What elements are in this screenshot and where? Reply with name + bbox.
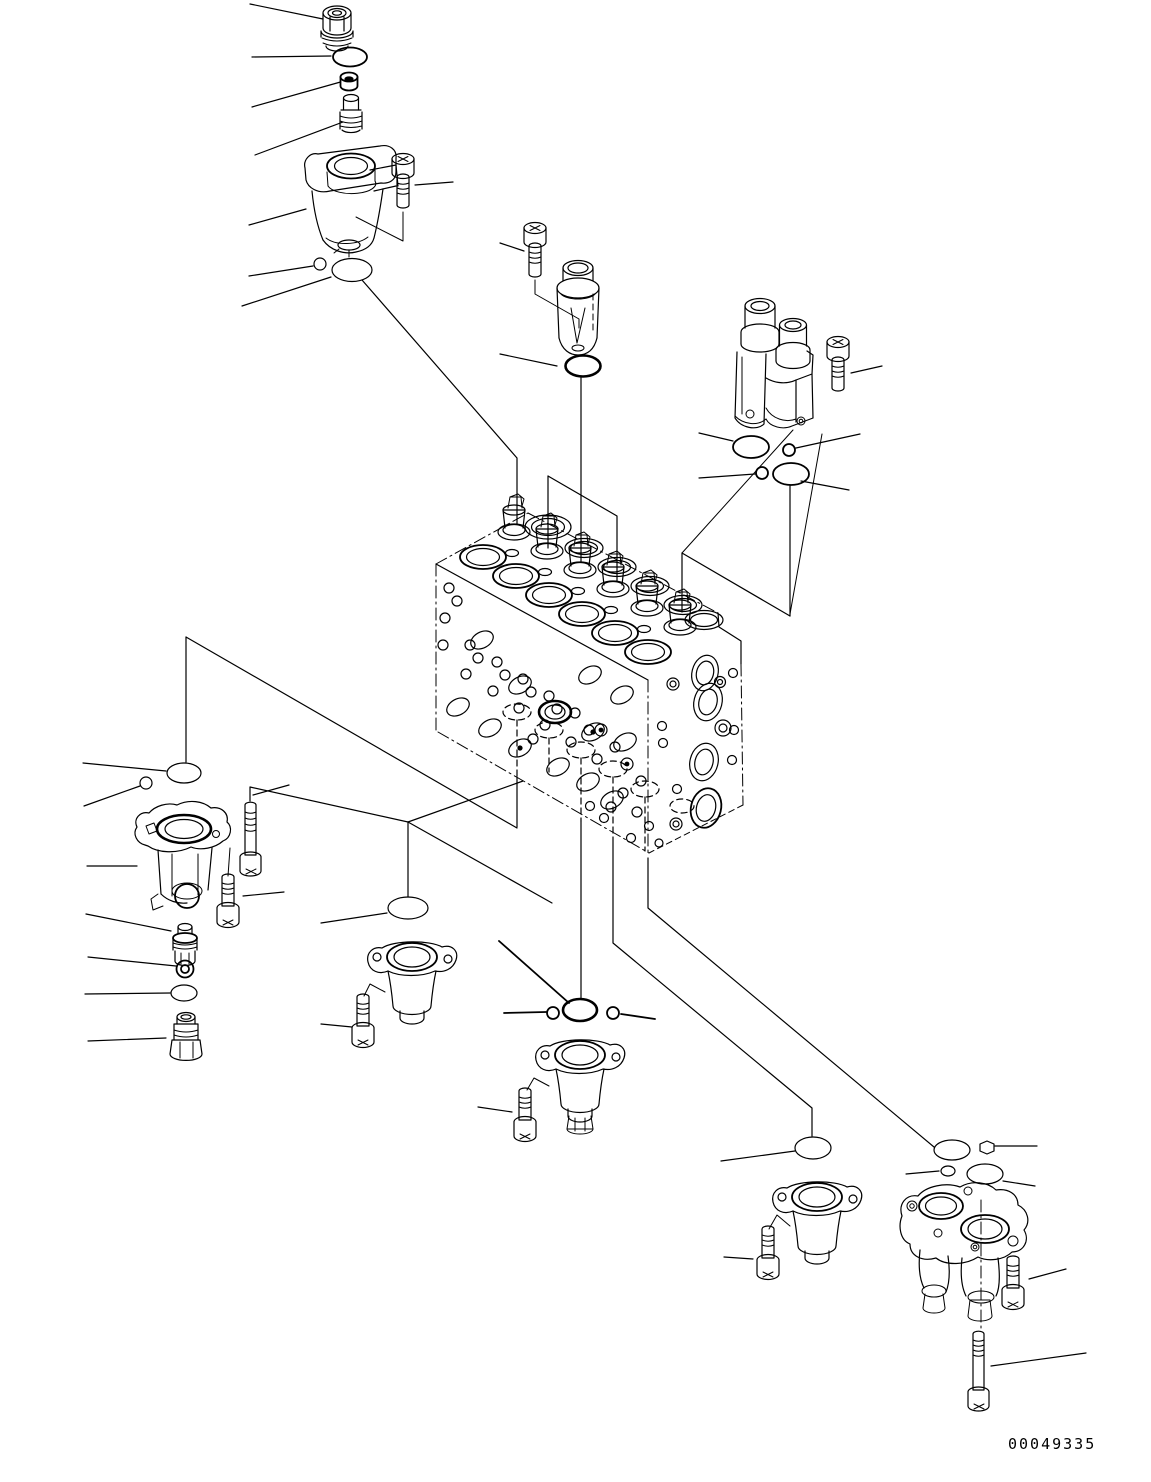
main-valve-body bbox=[435, 493, 744, 857]
bolt7-pointer bbox=[526, 1077, 550, 1091]
backup-ring-8 bbox=[940, 1165, 956, 1177]
leader-lines-top-left bbox=[241, 3, 454, 307]
o-ring-11 bbox=[933, 1139, 971, 1161]
o-ring-12 bbox=[966, 1163, 1004, 1185]
left-cover-group bbox=[82, 762, 290, 1061]
bolt2-leader bbox=[499, 242, 525, 252]
bolt3-leader bbox=[850, 365, 883, 374]
o-ring-4 bbox=[732, 435, 770, 459]
leaders-right-group bbox=[698, 432, 861, 491]
front-face-holes bbox=[437, 582, 655, 844]
long-socket-bolt bbox=[967, 1330, 990, 1412]
bolt9-leader bbox=[1028, 1268, 1067, 1280]
socket-bolt-7 bbox=[513, 1087, 537, 1143]
pilot-relief-group bbox=[241, 3, 518, 525]
socket-bolt-4 bbox=[239, 801, 262, 877]
backup-ring-small bbox=[313, 257, 327, 271]
o-ring-top bbox=[332, 46, 368, 68]
leaders-bottom-right bbox=[905, 1145, 1038, 1187]
backup-ring-7 bbox=[979, 1140, 995, 1155]
backup-ring-6 bbox=[606, 1006, 620, 1020]
hidden-port-markers bbox=[502, 703, 695, 852]
oring10-leader bbox=[720, 1150, 796, 1162]
bolt8-pointer bbox=[768, 1214, 791, 1230]
relief-plug-b bbox=[169, 1011, 203, 1061]
pilot-valve-housing bbox=[304, 145, 399, 258]
bolt7-leader bbox=[477, 1106, 513, 1113]
o-ring-6 bbox=[166, 762, 202, 784]
backup-ring-4 bbox=[139, 776, 153, 790]
center-cartridge-group bbox=[499, 221, 602, 563]
leaders-center bbox=[498, 940, 656, 1020]
oring8-leader bbox=[320, 912, 388, 924]
relief-plug-a bbox=[172, 922, 198, 967]
bolt8-leader bbox=[723, 1256, 754, 1260]
center-covers-group bbox=[320, 896, 656, 1143]
o-ring-8 bbox=[387, 896, 429, 920]
socket-bolt-8 bbox=[756, 1225, 780, 1281]
seal-ring-small bbox=[175, 959, 195, 979]
socket-bolt-2 bbox=[523, 221, 547, 278]
cap-nut bbox=[339, 71, 359, 92]
socket-bolt-3 bbox=[826, 335, 850, 392]
body-outline bbox=[435, 512, 744, 857]
socket-bolt-5 bbox=[216, 873, 240, 929]
threaded-plug bbox=[339, 93, 363, 134]
backup-ring-3 bbox=[755, 466, 769, 480]
o-ring-2 bbox=[331, 257, 373, 283]
o-ring-7 bbox=[170, 984, 198, 1002]
bolt2-pointer bbox=[534, 279, 580, 329]
backup-ring-5 bbox=[546, 1006, 560, 1020]
hex-plug-fitting bbox=[320, 5, 354, 52]
solenoid-position-lines bbox=[681, 429, 823, 615]
double-bore-cover bbox=[899, 1182, 1029, 1331]
bolt6-leader bbox=[320, 1023, 353, 1028]
right-face-holes bbox=[654, 654, 740, 848]
long-bolt-leader bbox=[990, 1352, 1087, 1367]
o-ring-10 bbox=[794, 1136, 832, 1160]
bell-cover-1 bbox=[366, 940, 458, 1025]
bolt5-pointer bbox=[227, 847, 231, 877]
leaders-left-group bbox=[82, 762, 290, 1042]
socket-bolt-9 bbox=[1001, 1255, 1025, 1311]
backup-ring-2 bbox=[782, 443, 796, 457]
o-ring-5 bbox=[772, 462, 810, 486]
cartridge-oring-leader bbox=[499, 353, 558, 367]
solenoid-body bbox=[734, 297, 814, 429]
solenoid-valve-group bbox=[681, 297, 883, 617]
o-ring-9 bbox=[561, 997, 599, 1023]
bell-cover-2 bbox=[534, 1038, 626, 1135]
left-end-cover bbox=[134, 800, 232, 911]
right-covers-group bbox=[720, 1136, 1087, 1412]
bolt6-pointer bbox=[363, 983, 386, 997]
bolt1-pointer-line bbox=[355, 211, 404, 242]
valve-cartridge bbox=[556, 259, 600, 356]
part-number: 00049335 bbox=[1008, 1435, 1096, 1453]
oring2-position-line bbox=[361, 279, 518, 525]
socket-bolt-1 bbox=[391, 152, 415, 209]
o-ring-3 bbox=[564, 354, 602, 378]
position-leader-lines bbox=[185, 475, 935, 1148]
socket-bolt-6 bbox=[351, 993, 375, 1049]
